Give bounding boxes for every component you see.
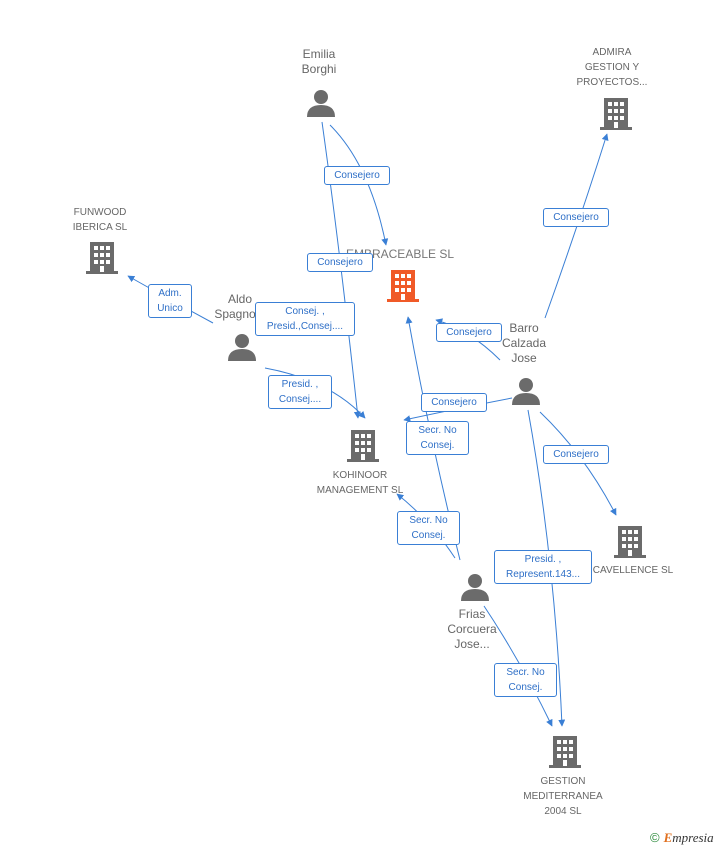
- person-icon-barro[interactable]: [511, 376, 541, 411]
- edge-label-emilia-embraceable[interactable]: Consejero: [324, 166, 390, 185]
- brand-logo-text: mpresia: [672, 830, 714, 845]
- person-icon-aldo[interactable]: [227, 332, 257, 367]
- building-icon-cavellence[interactable]: [614, 524, 646, 563]
- edge-label-barro-cavellence[interactable]: Consejero: [543, 445, 609, 464]
- brand-watermark: ©Empresia: [650, 830, 714, 846]
- edge-label-barro-gestion[interactable]: Presid. , Represent.143...: [494, 550, 592, 584]
- building-icon: [387, 270, 419, 302]
- person-icon-emilia[interactable]: [306, 88, 336, 123]
- person-icon: [461, 574, 489, 601]
- edge-line-emilia-embraceable: [329, 124, 389, 246]
- node-label-aldo[interactable]: Aldo Spagno...: [214, 292, 266, 321]
- edge-label-aldo-funwood[interactable]: Adm. Unico: [148, 284, 192, 318]
- building-icon: [600, 98, 632, 130]
- edge-label-barro-admira[interactable]: Consejero: [543, 208, 609, 227]
- person-icon: [228, 334, 256, 361]
- edge-label-barro-kohinoor[interactable]: Consejero: [421, 393, 487, 412]
- edge-label-barro-embraceable[interactable]: Consejero: [436, 323, 502, 342]
- edge-label-aldo-kohinoor-1[interactable]: Consej. , Presid.,Consej....: [255, 302, 355, 336]
- building-icon: [347, 430, 379, 462]
- edge-label-frias-kohinoor[interactable]: Secr. No Consej.: [397, 511, 460, 545]
- person-icon: [307, 90, 335, 117]
- edge-label-emilia-kohinoor[interactable]: Consejero: [307, 253, 373, 272]
- edge-label-frias-embraceable[interactable]: Secr. No Consej.: [406, 421, 469, 455]
- building-icon-admira[interactable]: [600, 96, 632, 135]
- edge-label-aldo-kohinoor-2[interactable]: Presid. , Consej....: [268, 375, 332, 409]
- node-label-admira[interactable]: ADMIRA GESTION Y PROYECTOS...: [576, 47, 648, 88]
- node-label-frias[interactable]: Frias Corcuera Jose...: [447, 607, 497, 651]
- building-icon-kohinoor[interactable]: [347, 428, 379, 467]
- node-label-gestion[interactable]: GESTION MEDITERRANEA 2004 SL: [523, 776, 603, 817]
- building-icon: [549, 736, 581, 768]
- node-label-barro[interactable]: Barro Calzada Jose: [501, 321, 547, 365]
- building-icon-funwood[interactable]: [86, 240, 118, 279]
- building-icon: [614, 526, 646, 558]
- node-label-emilia[interactable]: Emilia Borghi: [301, 47, 337, 76]
- brand-logo-letter: E: [663, 830, 673, 845]
- node-label-kohinoor[interactable]: KOHINOOR MANAGEMENT SL: [316, 470, 404, 496]
- person-icon-frias[interactable]: [460, 572, 490, 607]
- person-icon: [512, 378, 540, 405]
- building-icon: [86, 242, 118, 274]
- building-icon-embraceable[interactable]: [387, 268, 419, 307]
- copyright-icon: ©: [650, 830, 660, 845]
- edge-label-frias-gestion[interactable]: Secr. No Consej.: [494, 663, 557, 697]
- node-label-funwood[interactable]: FUNWOOD IBERICA SL: [72, 207, 128, 233]
- building-icon-gestion[interactable]: [549, 734, 581, 773]
- node-label-cavellence[interactable]: CAVELLENCE SL: [592, 565, 674, 576]
